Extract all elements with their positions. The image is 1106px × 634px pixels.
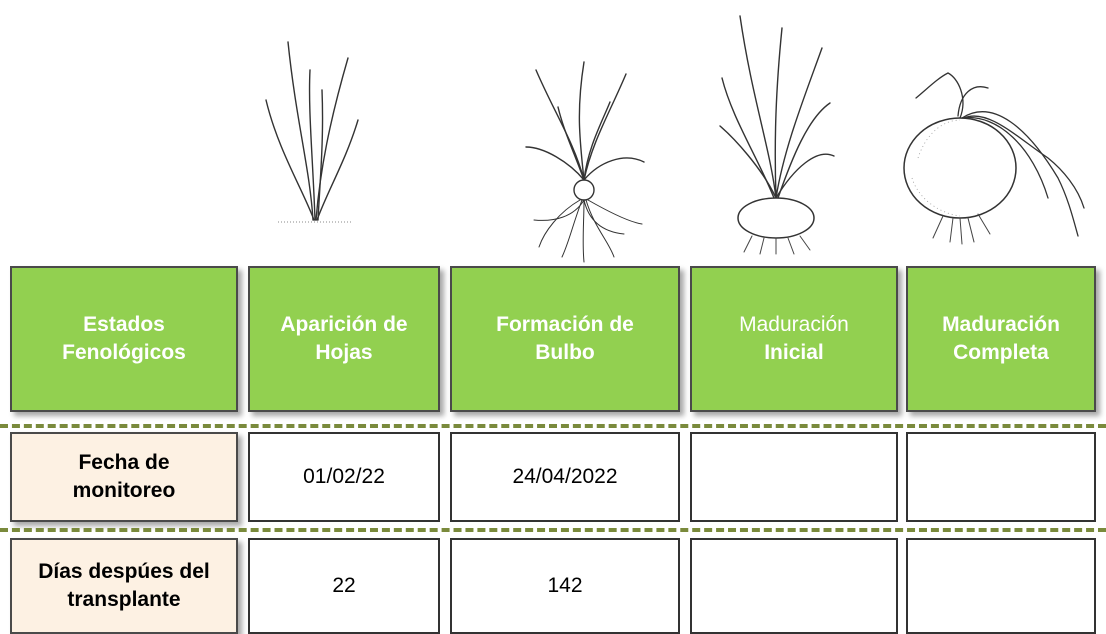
cell-value: 22 [332,573,356,597]
header-complete-maturation: Maduración Completa [906,266,1096,412]
header-stages: Estados Fenológicos [10,266,238,412]
table-cell [690,538,898,634]
table-cell: 01/02/22 [248,432,440,522]
divider-line [0,424,1106,428]
young-bulb-drawing [514,52,654,264]
header-complete-line2: Completa [953,341,1049,364]
header-bulb-line1: Formación de [496,312,634,336]
header-stages-line1: Estados [83,312,165,336]
header-leaf-line1: Aparición de [280,312,408,336]
header-stages-line2: Fenológicos [62,341,186,364]
cell-value: 01/02/22 [303,464,385,488]
table-cell [906,432,1096,522]
cell-value: 142 [547,573,583,597]
header-leaf-appearance: Aparición de Hojas [248,266,440,412]
cell-value: 24/04/2022 [512,464,618,488]
initial-maturation-drawing [712,8,840,256]
divider-line [0,528,1106,532]
header-leaf-line2: Hojas [315,341,373,364]
header-complete-line1: Maduración [942,312,1060,336]
row-label-monitoring-date: Fecha de monitoreo [10,432,238,522]
row-label-2-line2: transplante [67,588,181,611]
row-label-1-line1: Fecha de [78,450,170,474]
header-initial-maturation: Maduración Inicial [690,266,898,412]
table-cell: 24/04/2022 [450,432,680,522]
mature-onion-drawing [898,58,1088,256]
leaf-seedling-drawing [258,30,368,248]
row-label-days-after-transplant: Días despúes del transplante [10,538,238,634]
header-bulb-formation: Formación de Bulbo [450,266,680,412]
row-label-1-line2: monitoreo [72,479,176,502]
header-bulb-line2: Bulbo [535,341,595,364]
table-cell: 22 [248,538,440,634]
row-label-2-line1: Días despúes del [38,559,210,583]
table-cell: 142 [450,538,680,634]
table-cell [690,432,898,522]
header-initial-line1: Maduración [739,312,849,336]
header-initial-line2: Inicial [764,341,824,364]
table-cell [906,538,1096,634]
